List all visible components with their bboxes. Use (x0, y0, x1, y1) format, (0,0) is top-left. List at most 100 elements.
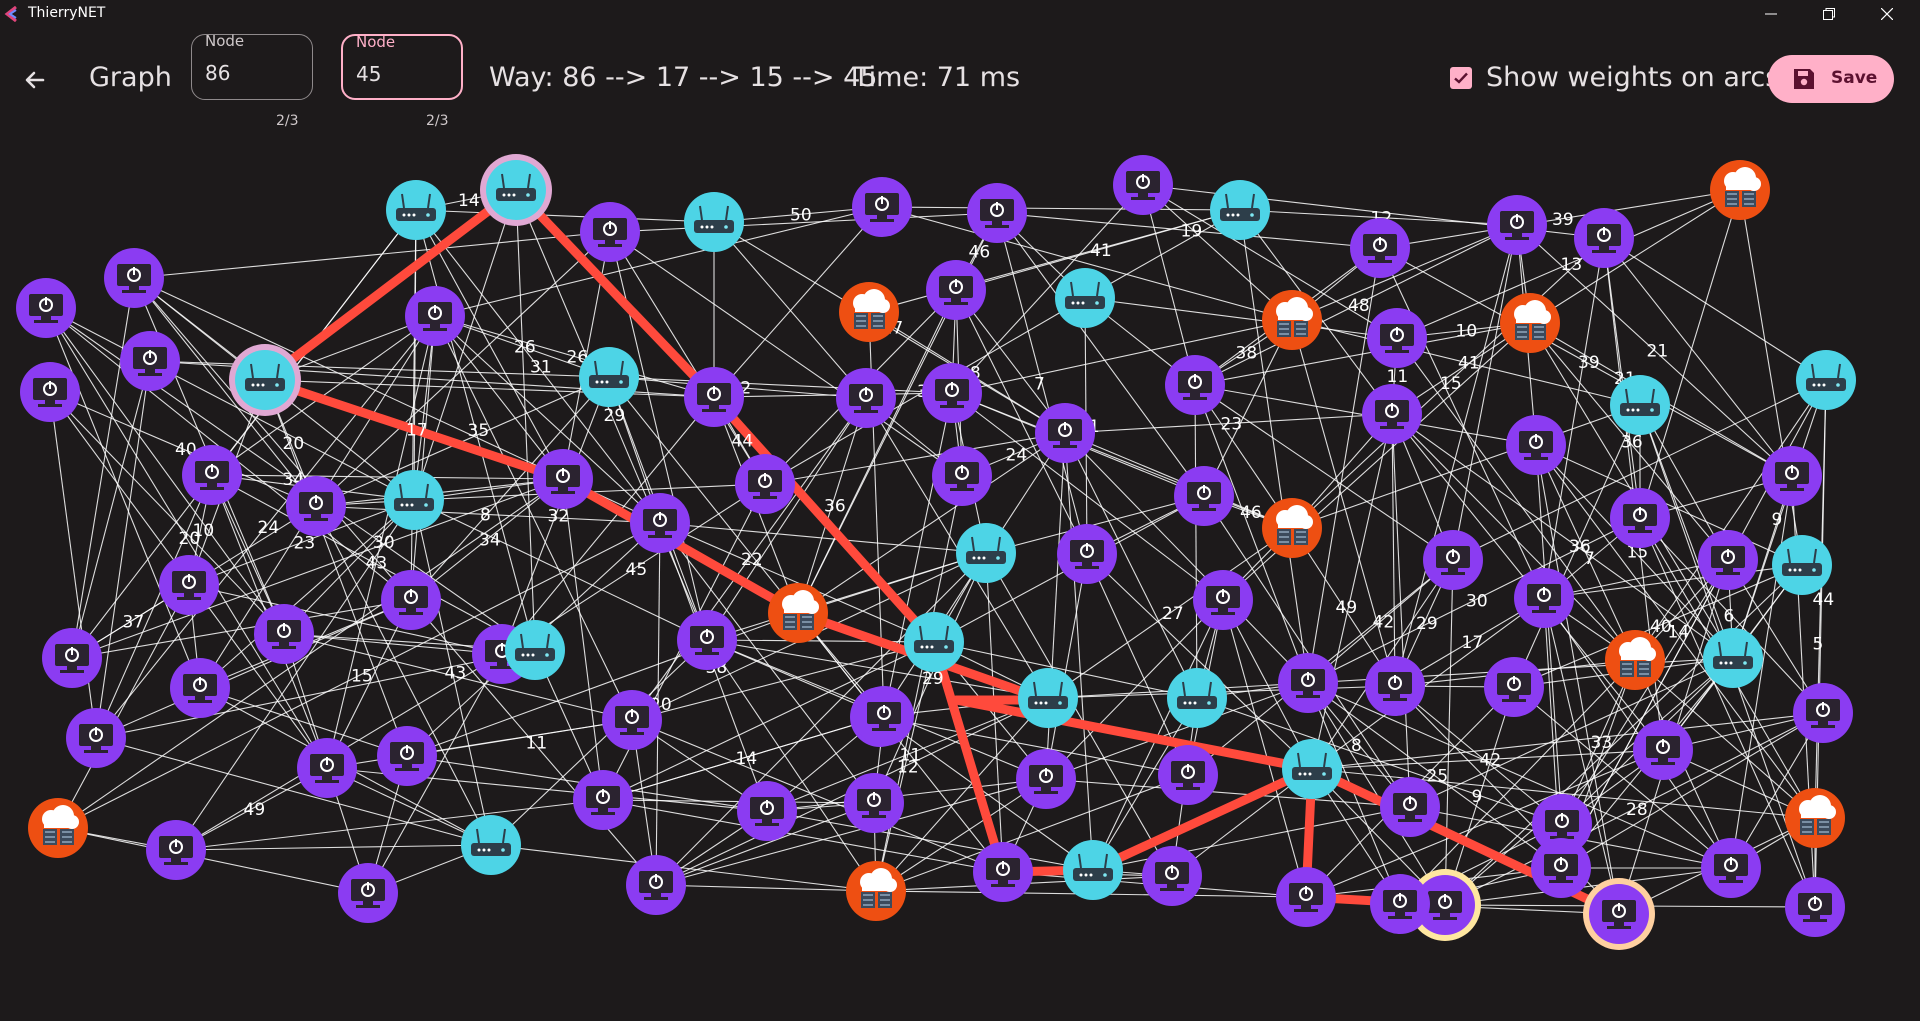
pc-node[interactable] (1035, 403, 1095, 463)
pc-node[interactable] (573, 770, 633, 830)
router-node[interactable] (1796, 350, 1856, 410)
router-node[interactable] (461, 815, 521, 875)
pc-node[interactable] (1514, 568, 1574, 628)
router-node[interactable] (386, 180, 446, 240)
router-node[interactable] (1018, 668, 1078, 728)
router-node[interactable] (505, 620, 565, 680)
server-node[interactable] (28, 798, 88, 858)
router-node[interactable] (384, 470, 444, 530)
pc-node[interactable] (1370, 874, 1430, 934)
router-node[interactable] (1055, 268, 1115, 328)
graph-nodes[interactable] (16, 154, 1856, 950)
back-button[interactable] (14, 60, 56, 100)
pc-node[interactable] (1174, 466, 1234, 526)
pc-node[interactable] (1610, 488, 1670, 548)
server-node[interactable] (1262, 498, 1322, 558)
pc-node[interactable] (1113, 155, 1173, 215)
pc-node[interactable] (1278, 653, 1338, 713)
pc-node[interactable] (1362, 384, 1422, 444)
pc-node[interactable] (630, 493, 690, 553)
router-node[interactable] (1063, 840, 1123, 900)
pc-node[interactable] (602, 690, 662, 750)
pc-node[interactable] (1531, 838, 1591, 898)
pc-node[interactable] (120, 331, 180, 391)
pc-node[interactable] (926, 260, 986, 320)
show-weights-label[interactable]: Show weights on arcs (1486, 62, 1780, 93)
router-node[interactable] (956, 523, 1016, 583)
pc-node[interactable] (1276, 867, 1336, 927)
pc-node[interactable] (967, 183, 1027, 243)
server-node[interactable] (1500, 293, 1560, 353)
server-node[interactable] (768, 583, 828, 643)
pc-node[interactable] (1762, 446, 1822, 506)
pc-node[interactable] (1365, 656, 1425, 716)
router-node[interactable] (1282, 739, 1342, 799)
pc-node[interactable] (1698, 530, 1758, 590)
network-graph-canvas[interactable]: 1435171912392113344020264537104441482812… (0, 120, 1920, 1021)
pc-node[interactable] (16, 278, 76, 338)
pc-node[interactable] (1487, 195, 1547, 255)
router-node[interactable] (229, 344, 301, 416)
pc-node[interactable] (1165, 355, 1225, 415)
pc-node[interactable] (1423, 530, 1483, 590)
router-node[interactable] (1610, 375, 1670, 435)
save-button[interactable]: Save (1768, 55, 1894, 103)
pc-node[interactable] (286, 476, 346, 536)
pc-node[interactable] (338, 863, 398, 923)
pc-node[interactable] (1633, 720, 1693, 780)
restore-button[interactable] (1800, 0, 1858, 28)
pc-node[interactable] (626, 855, 686, 915)
router-node[interactable] (1703, 628, 1763, 688)
pc-node[interactable] (1142, 846, 1202, 906)
pc-node[interactable] (1380, 777, 1440, 837)
pc-node[interactable] (737, 781, 797, 841)
pc-node[interactable] (852, 177, 912, 237)
pc-node[interactable] (182, 445, 242, 505)
pc-node[interactable] (381, 570, 441, 630)
pc-node[interactable] (1016, 749, 1076, 809)
server-node[interactable] (1605, 630, 1665, 690)
target-node-input[interactable] (356, 62, 446, 86)
pc-node[interactable] (42, 628, 102, 688)
router-node[interactable] (684, 192, 744, 252)
source-node-field[interactable]: Node (191, 32, 313, 100)
pc-node[interactable] (533, 449, 593, 509)
show-weights-checkbox[interactable] (1450, 67, 1472, 89)
server-node[interactable] (1710, 160, 1770, 220)
pc-node[interactable] (1158, 745, 1218, 805)
pc-node[interactable] (844, 773, 904, 833)
pc-node[interactable] (1350, 218, 1410, 278)
pc-node[interactable] (1506, 415, 1566, 475)
pc-node[interactable] (254, 604, 314, 664)
server-node[interactable] (839, 282, 899, 342)
pc-node[interactable] (922, 363, 982, 423)
pc-node[interactable] (1484, 657, 1544, 717)
close-button[interactable] (1858, 0, 1916, 28)
pc-node[interactable] (932, 446, 992, 506)
pc-node[interactable] (1367, 308, 1427, 368)
pc-node[interactable] (973, 842, 1033, 902)
router-node[interactable] (1167, 668, 1227, 728)
router-node[interactable] (1210, 180, 1270, 240)
pc-node[interactable] (170, 658, 230, 718)
pc-node[interactable] (377, 726, 437, 786)
router-node[interactable] (579, 347, 639, 407)
pc-node[interactable] (1785, 877, 1845, 937)
pc-node[interactable] (1574, 208, 1634, 268)
pc-node[interactable] (297, 738, 357, 798)
router-node[interactable] (480, 154, 552, 226)
pc-node[interactable] (159, 555, 219, 615)
pc-node[interactable] (684, 367, 744, 427)
pc-node[interactable] (20, 362, 80, 422)
minimize-button[interactable] (1742, 0, 1800, 28)
pc-node[interactable] (405, 286, 465, 346)
pc-node[interactable] (1793, 683, 1853, 743)
pc-node[interactable] (677, 610, 737, 670)
router-node[interactable] (904, 612, 964, 672)
pc-node[interactable] (1409, 869, 1481, 941)
router-node[interactable] (1772, 535, 1832, 595)
pc-node[interactable] (66, 708, 126, 768)
pc-node[interactable] (836, 368, 896, 428)
source-node-input[interactable] (205, 61, 295, 85)
pc-node[interactable] (735, 454, 795, 514)
